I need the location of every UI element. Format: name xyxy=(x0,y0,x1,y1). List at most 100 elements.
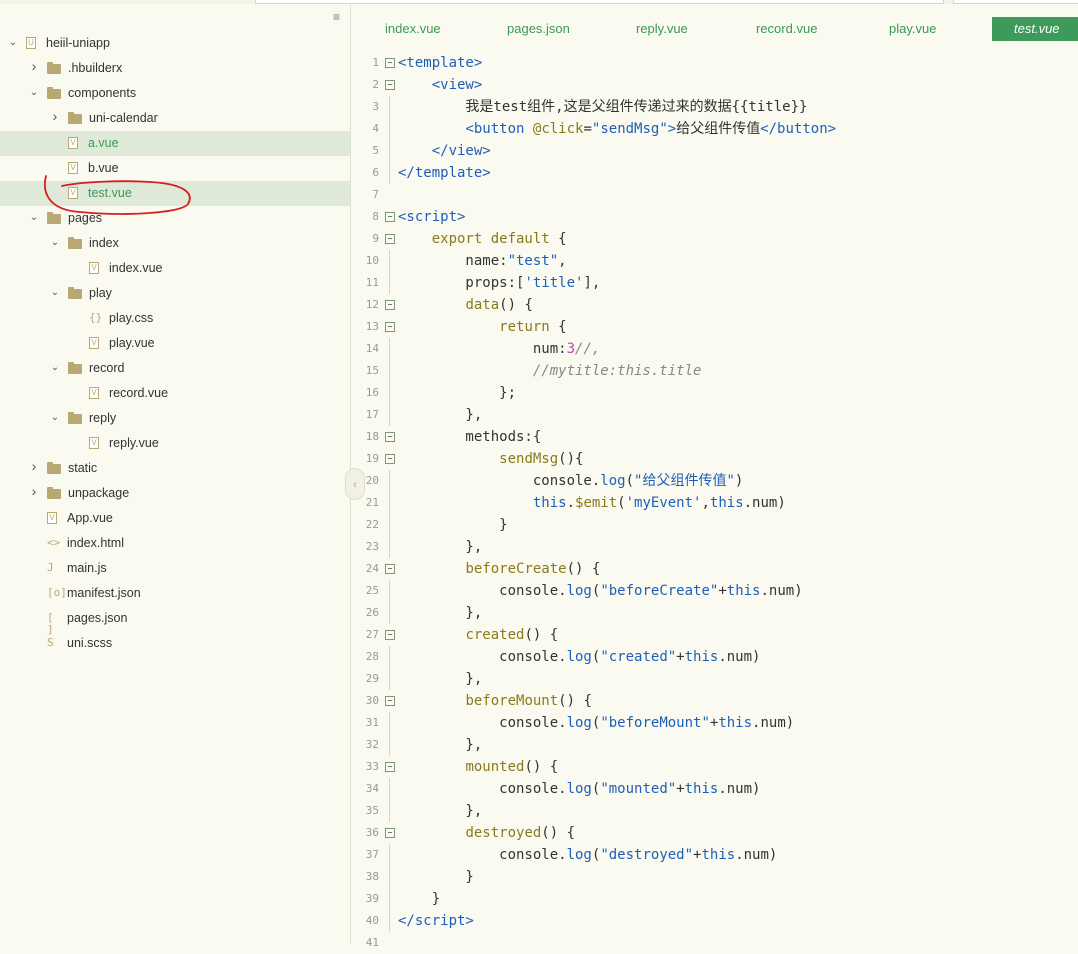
fold-toggle-icon[interactable]: − xyxy=(385,80,395,90)
code-line[interactable]: 16 }; xyxy=(351,382,1078,404)
code-line[interactable]: 41 xyxy=(351,932,1078,954)
code-line[interactable]: 19− sendMsg(){ xyxy=(351,448,1078,470)
chevron-right-icon[interactable]: › xyxy=(52,108,58,124)
fold-toggle-icon[interactable]: − xyxy=(385,322,395,332)
tree-item-record[interactable]: ⌄record xyxy=(0,356,350,381)
chevron-right-icon[interactable]: › xyxy=(31,58,37,74)
chevron-down-icon[interactable]: ⌄ xyxy=(50,287,60,298)
tree-item-components[interactable]: ⌄components xyxy=(0,81,350,106)
tab-test-vue[interactable]: test.vue xyxy=(992,17,1078,41)
fold-toggle-icon[interactable]: − xyxy=(385,454,395,464)
tree-item-unpackage[interactable]: ›unpackage xyxy=(0,481,350,506)
code-line[interactable]: 5 </view> xyxy=(351,140,1078,162)
hamburger-menu-icon[interactable]: ≡ xyxy=(333,10,341,24)
code-line[interactable]: 9− export default { xyxy=(351,228,1078,250)
code-line[interactable]: 10 name:"test", xyxy=(351,250,1078,272)
tab-record-vue[interactable]: record.vue xyxy=(756,21,818,36)
tree-item-static[interactable]: ›static xyxy=(0,456,350,481)
code-line[interactable]: 30− beforeMount() { xyxy=(351,690,1078,712)
code-line[interactable]: 34 console.log("mounted"+this.num) xyxy=(351,778,1078,800)
tree-item-play[interactable]: ⌄play xyxy=(0,281,350,306)
tab-index-vue[interactable]: index.vue xyxy=(385,21,441,36)
chevron-right-icon[interactable]: › xyxy=(31,483,37,499)
fold-toggle-icon[interactable]: − xyxy=(385,432,395,442)
tree-item-manifest-json[interactable]: [o]manifest.json xyxy=(0,581,350,606)
code-line[interactable]: 39 } xyxy=(351,888,1078,910)
chevron-down-icon[interactable]: ⌄ xyxy=(29,87,39,98)
code-line[interactable]: 31 console.log("beforeMount"+this.num) xyxy=(351,712,1078,734)
code-line[interactable]: 38 } xyxy=(351,866,1078,888)
code-line[interactable]: 13− return { xyxy=(351,316,1078,338)
code-line[interactable]: 32 }, xyxy=(351,734,1078,756)
code-line[interactable]: 3 我是test组件,这是父组件传递过来的数据{{title}} xyxy=(351,96,1078,118)
code-editor[interactable]: 1−<template>2− <view>3 我是test组件,这是父组件传递过… xyxy=(351,52,1078,949)
code-line[interactable]: 14 num:3//, xyxy=(351,338,1078,360)
code-line[interactable]: 1−<template> xyxy=(351,52,1078,74)
code-line[interactable]: 40</script> xyxy=(351,910,1078,932)
code-line[interactable]: 25 console.log("beforeCreate"+this.num) xyxy=(351,580,1078,602)
code-line[interactable]: 36− destroyed() { xyxy=(351,822,1078,844)
chevron-down-icon[interactable]: ⌄ xyxy=(50,362,60,373)
code-line[interactable]: 18− methods:{ xyxy=(351,426,1078,448)
code-line[interactable]: 33− mounted() { xyxy=(351,756,1078,778)
code-line[interactable]: 21 this.$emit('myEvent',this.num) xyxy=(351,492,1078,514)
fold-toggle-icon[interactable]: − xyxy=(385,234,395,244)
tree-item-index-html[interactable]: <>index.html xyxy=(0,531,350,556)
fold-toggle-icon[interactable]: − xyxy=(385,300,395,310)
code-line[interactable]: 28 console.log("created"+this.num) xyxy=(351,646,1078,668)
code-line[interactable]: 4 <button @click="sendMsg">给父组件传值</butto… xyxy=(351,118,1078,140)
tree-item-play-css[interactable]: {}play.css xyxy=(0,306,350,331)
chevron-down-icon[interactable]: ⌄ xyxy=(8,37,18,48)
code-line[interactable]: 26 }, xyxy=(351,602,1078,624)
fold-toggle-icon[interactable]: − xyxy=(385,58,395,68)
code-line[interactable]: 7 xyxy=(351,184,1078,206)
chevron-right-icon[interactable]: › xyxy=(31,458,37,474)
tree-item-reply[interactable]: ⌄reply xyxy=(0,406,350,431)
code-line[interactable]: 23 }, xyxy=(351,536,1078,558)
code-line[interactable]: 6</template> xyxy=(351,162,1078,184)
code-line[interactable]: 29 }, xyxy=(351,668,1078,690)
chevron-down-icon[interactable]: ⌄ xyxy=(50,237,60,248)
code-line[interactable]: 15 //mytitle:this.title xyxy=(351,360,1078,382)
code-line[interactable]: 20 console.log("给父组件传值") xyxy=(351,470,1078,492)
code-text: num:3//, xyxy=(398,341,601,357)
code-line[interactable]: 24− beforeCreate() { xyxy=(351,558,1078,580)
collapse-sidebar-button[interactable]: ‹ xyxy=(345,468,365,500)
tree-item-pages[interactable]: ⌄pages xyxy=(0,206,350,231)
code-line[interactable]: 35 }, xyxy=(351,800,1078,822)
tab-pages-json[interactable]: pages.json xyxy=(507,21,570,36)
tab-reply-vue[interactable]: reply.vue xyxy=(636,21,688,36)
fold-toggle-icon[interactable]: − xyxy=(385,762,395,772)
code-line[interactable]: 12− data() { xyxy=(351,294,1078,316)
code-line[interactable]: 8−<script> xyxy=(351,206,1078,228)
tree-item-pages-json[interactable]: [ ]pages.json xyxy=(0,606,350,636)
fold-toggle-icon[interactable]: − xyxy=(385,630,395,640)
fold-toggle-icon[interactable]: − xyxy=(385,828,395,838)
code-line[interactable]: 11 props:['title'], xyxy=(351,272,1078,294)
fold-toggle-icon[interactable]: − xyxy=(385,564,395,574)
tree-item-index[interactable]: ⌄index xyxy=(0,231,350,256)
fold-toggle-icon[interactable]: − xyxy=(385,212,395,222)
tab-play-vue[interactable]: play.vue xyxy=(889,21,937,36)
fold-toggle-icon[interactable]: − xyxy=(385,696,395,706)
code-line[interactable]: 27− created() { xyxy=(351,624,1078,646)
tree-item--hbuilderx[interactable]: ›.hbuilderx xyxy=(0,56,350,81)
code-line[interactable]: 37 console.log("destroyed"+this.num) xyxy=(351,844,1078,866)
chevron-down-icon[interactable]: ⌄ xyxy=(50,412,60,423)
chevron-down-icon[interactable]: ⌄ xyxy=(29,212,39,223)
code-line[interactable]: 2− <view> xyxy=(351,74,1078,96)
code-line[interactable]: 17 }, xyxy=(351,404,1078,426)
tree-item-uni-calendar[interactable]: ›uni-calendar xyxy=(0,106,350,131)
code-line[interactable]: 22 } xyxy=(351,514,1078,536)
